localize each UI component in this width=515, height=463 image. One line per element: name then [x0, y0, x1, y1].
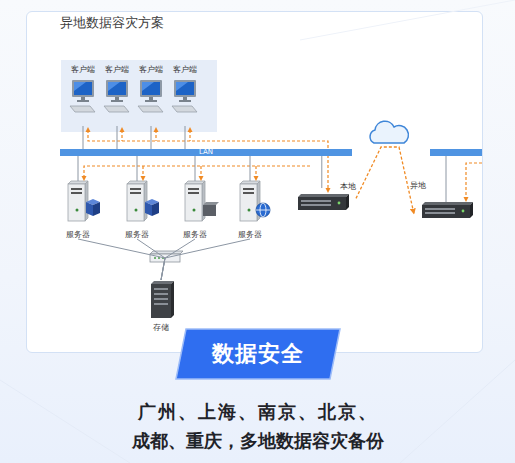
background-line: [0, 380, 130, 463]
storage-side: [171, 281, 174, 318]
diagram-caption: 广州、上海、南京、北京、 成都、重庆，多地数据容灾备份: [129, 397, 386, 455]
globe-icon: [256, 203, 270, 217]
node-label: 本地: [340, 182, 356, 192]
background-line: [300, 0, 515, 40]
node-label: 存储: [135, 323, 187, 332]
connector: [137, 156, 138, 181]
background-line: [400, 360, 515, 463]
storage-bay: [154, 288, 168, 290]
connector: [83, 126, 84, 149]
connector: [151, 126, 152, 149]
client-computer-icon: [104, 80, 129, 112]
server: 服务器: [175, 181, 215, 239]
lan-bus: LAN: [60, 149, 352, 156]
arrowhead: [464, 197, 469, 202]
data-flow-line: [466, 163, 482, 200]
client-computer-icon: [70, 80, 95, 112]
client-computer-icon: [172, 80, 197, 112]
client-computer: 客户端: [66, 65, 100, 126]
server: 服务器: [58, 181, 98, 239]
node-label: 服务器: [52, 230, 104, 239]
node-label: 数据安全: [175, 328, 341, 380]
connector: [161, 239, 250, 280]
cloud-symbol: [370, 121, 408, 143]
database-icon: [86, 199, 100, 216]
remote-rack-icon: [422, 202, 473, 218]
arrowhead: [82, 176, 87, 181]
arrowhead: [326, 188, 331, 193]
node-label: 服务器: [224, 230, 276, 239]
arrowhead: [188, 127, 193, 132]
client-computer: 客户端: [100, 65, 134, 126]
connector: [161, 239, 195, 280]
connector: [117, 126, 118, 149]
database-icon: [145, 199, 159, 216]
server-icon: [240, 181, 260, 221]
storage-bay: [154, 303, 168, 305]
node-label: 服务器: [169, 230, 221, 239]
box-top: [203, 202, 219, 205]
arrowhead: [141, 176, 146, 181]
storage-device: 存储: [141, 280, 181, 332]
server: 服务器: [230, 181, 270, 239]
server-icon: [185, 181, 205, 221]
data-flow-lines: [84, 130, 482, 200]
storage-bay: [154, 298, 168, 300]
connector: [185, 126, 186, 149]
connector: [78, 239, 165, 280]
client-computer-icon: [138, 80, 163, 112]
local-backup-server: 本地: [296, 188, 356, 214]
client-area: [61, 60, 217, 132]
arrowhead: [254, 176, 259, 181]
server: 服务器: [117, 181, 157, 239]
node-label: 客户端: [66, 65, 100, 75]
connector: [195, 156, 196, 181]
data-flow-line: [88, 130, 328, 190]
node-label: 客户端: [100, 65, 134, 75]
node-label: 客户端: [168, 65, 202, 75]
connector: [321, 156, 322, 188]
arrowhead: [120, 127, 125, 132]
node-label: 异地: [410, 181, 426, 191]
remote-backup-server: 异地: [414, 186, 476, 221]
server-icon: [127, 181, 147, 221]
remote-lan-bar: [430, 149, 482, 156]
server-icon: [68, 181, 88, 221]
arrowhead: [86, 127, 91, 132]
node-label: 服务器: [111, 230, 163, 239]
arrowhead: [154, 127, 159, 132]
storage-top: [151, 281, 174, 284]
switch-port: [154, 257, 156, 259]
connector: [356, 147, 414, 214]
data-flow-line: [84, 166, 312, 178]
connector: [250, 156, 251, 181]
node-label: LAN: [60, 149, 352, 156]
node-label: 客户端: [134, 65, 168, 75]
local-rack-icon: [298, 194, 349, 210]
arrowhead: [199, 176, 204, 181]
remote-cable: [446, 156, 447, 202]
globe-equator: [256, 210, 270, 211]
client-computer: 客户端: [168, 65, 202, 126]
connector: [137, 239, 165, 280]
client-computer: 客户端: [134, 65, 168, 126]
connector: [78, 156, 79, 181]
highlight-badge: 数据安全: [175, 328, 341, 380]
data-flow-arrowheads: [82, 127, 469, 202]
box-icon: [203, 205, 216, 216]
diagram-title: 异地数据容灾方案: [60, 15, 164, 31]
badge-parallelogram: [176, 329, 340, 379]
storage-front: [151, 284, 171, 318]
storage-bay: [154, 293, 168, 295]
